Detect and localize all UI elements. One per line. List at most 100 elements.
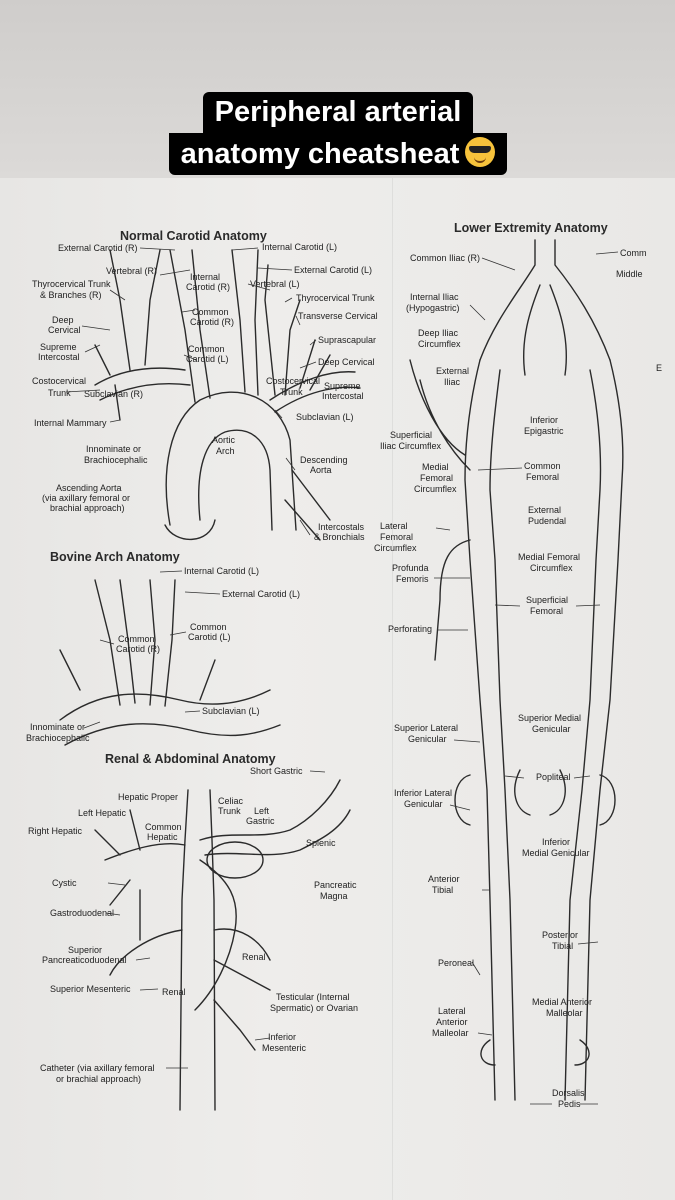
right-femoral-outer — [464, 359, 496, 1101]
label-transverse-cervical: Transverse Cervical — [298, 311, 378, 321]
label-intercostals-2: & Bronchials — [314, 532, 365, 542]
label-internal-carotid-l: Internal Carotid (L) — [262, 242, 337, 252]
bovine-left-carotid-wall — [164, 579, 176, 707]
label-dorsalis-pedis-2: Pedis — [558, 1099, 581, 1109]
label-superior-medial-genicular-2: Genicular — [532, 724, 571, 734]
label-medial-femoral-circumflex-2: Circumflex — [530, 563, 573, 573]
label-renal-left: Renal — [162, 987, 186, 997]
label-internal-carotid-r: Internal — [190, 272, 220, 282]
label-celiac-trunk-2: Trunk — [218, 806, 241, 816]
label-ascending-aorta-2: (via axillary femoral or — [42, 493, 130, 503]
label-internal-iliac: Internal Iliac — [410, 292, 459, 302]
label-bovine-internal-carotid: Internal Carotid (L) — [184, 566, 259, 576]
label-inferior-epigastric-2: Epigastric — [524, 426, 564, 436]
label-supreme-intercostal-r: Supreme — [324, 381, 361, 391]
aortic-root — [164, 519, 216, 541]
label-profunda-femoris-2: Femoris — [396, 574, 429, 584]
bovine-diagram: Bovine Arch Anatomy Internal Carotid (L)… — [26, 550, 300, 746]
label-ascending-aorta: Ascending Aorta — [56, 483, 122, 493]
label-superior-medial-genicular: Superior Medial — [518, 713, 581, 723]
label-splenic: Splenic — [306, 838, 336, 848]
left-transverse-cervical — [299, 339, 316, 389]
label-bovine-innominate: Innominate or — [30, 722, 85, 732]
label-internal-mammary: Internal Mammary — [34, 418, 107, 428]
label-superficial-iliac-circumflex: Superficial — [390, 430, 432, 440]
celiac-loop — [206, 841, 264, 879]
label-superior-pancreaticoduodenal-2: Pancreaticoduodenal — [42, 955, 127, 965]
label-left-gastric-2: Gastric — [246, 816, 275, 826]
common-hepatic-artery — [104, 842, 186, 861]
label-bovine-subclavian: Subclavian (L) — [202, 706, 260, 716]
left-common-carotid — [231, 249, 246, 393]
label-superior-pancreaticoduodenal: Superior — [68, 945, 102, 955]
label-catheter: Catheter (via axillary femoral — [40, 1063, 155, 1073]
label-thyrocervical-r-2: & Branches (R) — [40, 290, 102, 300]
label-profunda-femoris: Profunda — [392, 563, 429, 573]
left-renal-artery — [213, 928, 271, 961]
right-renal-artery — [109, 929, 183, 976]
label-supreme-intercostal-l-2: Intercostal — [38, 352, 80, 362]
label-costocervical-r: Costocervical — [266, 376, 320, 386]
label-perforating: Perforating — [388, 624, 432, 634]
label-lateral-anterior-malleolar: Lateral — [438, 1006, 466, 1016]
story-caption: Peripheral arterial anatomy cheatsheat — [120, 92, 556, 192]
paper-fold-line — [392, 178, 393, 1200]
splenic-artery — [199, 779, 341, 841]
superior-mesenteric-loop — [194, 859, 237, 1011]
bovine-right-carotid — [94, 579, 121, 706]
label-vertebral-r: Vertebral (R) — [106, 266, 157, 276]
label-right-hepatic: Right Hepatic — [28, 826, 83, 836]
abdominal-aorta-right-wall — [209, 789, 216, 1111]
label-bovine-external-carotid: External Carotid (L) — [222, 589, 300, 599]
label-innominate-2: Brachiocephalic — [84, 455, 148, 465]
label-superior-lateral-genicular: Superior Lateral — [394, 723, 458, 733]
label-lateral-anterior-malleolar-2: Anterior — [436, 1017, 468, 1027]
label-testicular: Testicular (Internal — [276, 992, 350, 1002]
label-subclavian-l: Subclavian (L) — [296, 412, 354, 422]
left-common-carotid-wall — [254, 249, 259, 396]
label-internal-iliac-2: (Hypogastric) — [406, 303, 460, 313]
label-suprascapular: Suprascapular — [318, 335, 376, 345]
label-common-hepatic: Common — [145, 822, 182, 832]
gastroduodenal-artery — [109, 879, 141, 941]
label-inferior-mesenteric-2: Mesenteric — [262, 1043, 307, 1053]
label-pancreatic-magna: Pancreatic — [314, 880, 357, 890]
left-thyrocervical — [284, 299, 301, 396]
label-inferior-lateral-genicular: Inferior Lateral — [394, 788, 452, 798]
abdominal-aorta-left-wall — [179, 789, 189, 1111]
label-medial-femoral-circumflex: Medial Femoral — [518, 552, 580, 562]
label-costocervical-l-2: Trunk — [48, 388, 71, 398]
label-common-carotid-l-2: Carotid (L) — [186, 354, 229, 364]
label-thyrocervical-l: Thyrocervical Trunk — [296, 293, 375, 303]
label-common-carotid-l: Common — [188, 344, 225, 354]
label-renal-right: Renal — [242, 952, 266, 962]
intercostal-branches — [284, 469, 331, 541]
aortic-arch-inner — [198, 429, 273, 531]
label-external-carotid-r: External Carotid (R) — [58, 243, 138, 253]
label-pancreatic-magna-2: Magna — [320, 891, 348, 901]
label-ascending-aorta-3: brachial approach) — [50, 503, 125, 513]
label-cystic: Cystic — [52, 878, 77, 888]
label-medial-femoral-circumflex-top: Medial — [422, 462, 449, 472]
label-external-carotid-l: External Carotid (L) — [294, 265, 372, 275]
bovine-subclavian-lower — [64, 723, 281, 746]
aortic-arch-outer — [165, 391, 297, 531]
left-femoral-inner — [564, 369, 602, 1101]
label-deep-cervical-l-2: Cervical — [48, 325, 81, 335]
lower-leader-lines — [434, 251, 619, 1105]
label-inferior-medial-genicular-2: Medial Genicular — [522, 848, 590, 858]
carotid-diagram: Normal Carotid Anatomy External Carotid … — [32, 229, 378, 542]
right-common-iliac — [479, 239, 536, 361]
label-medial-anterior-malleolar: Medial Anterior — [532, 997, 592, 1007]
internal-iliac-pair — [522, 284, 568, 376]
label-superficial-femoral: Superficial — [526, 595, 568, 605]
label-gastroduodenal: Gastroduodenal — [50, 908, 114, 918]
label-deep-iliac-2: Circumflex — [418, 339, 461, 349]
label-common-carotid-r-2: Carotid (R) — [190, 317, 234, 327]
label-posterior-tibial: Posterior — [542, 930, 578, 940]
carotid-leader-lines — [65, 247, 317, 536]
label-medial-femoral-circumflex-top-2: Femoral — [420, 473, 453, 483]
label-aortic-arch-2: Arch — [216, 446, 235, 456]
label-medial-femoral-circumflex-top-3: Circumflex — [414, 484, 457, 494]
